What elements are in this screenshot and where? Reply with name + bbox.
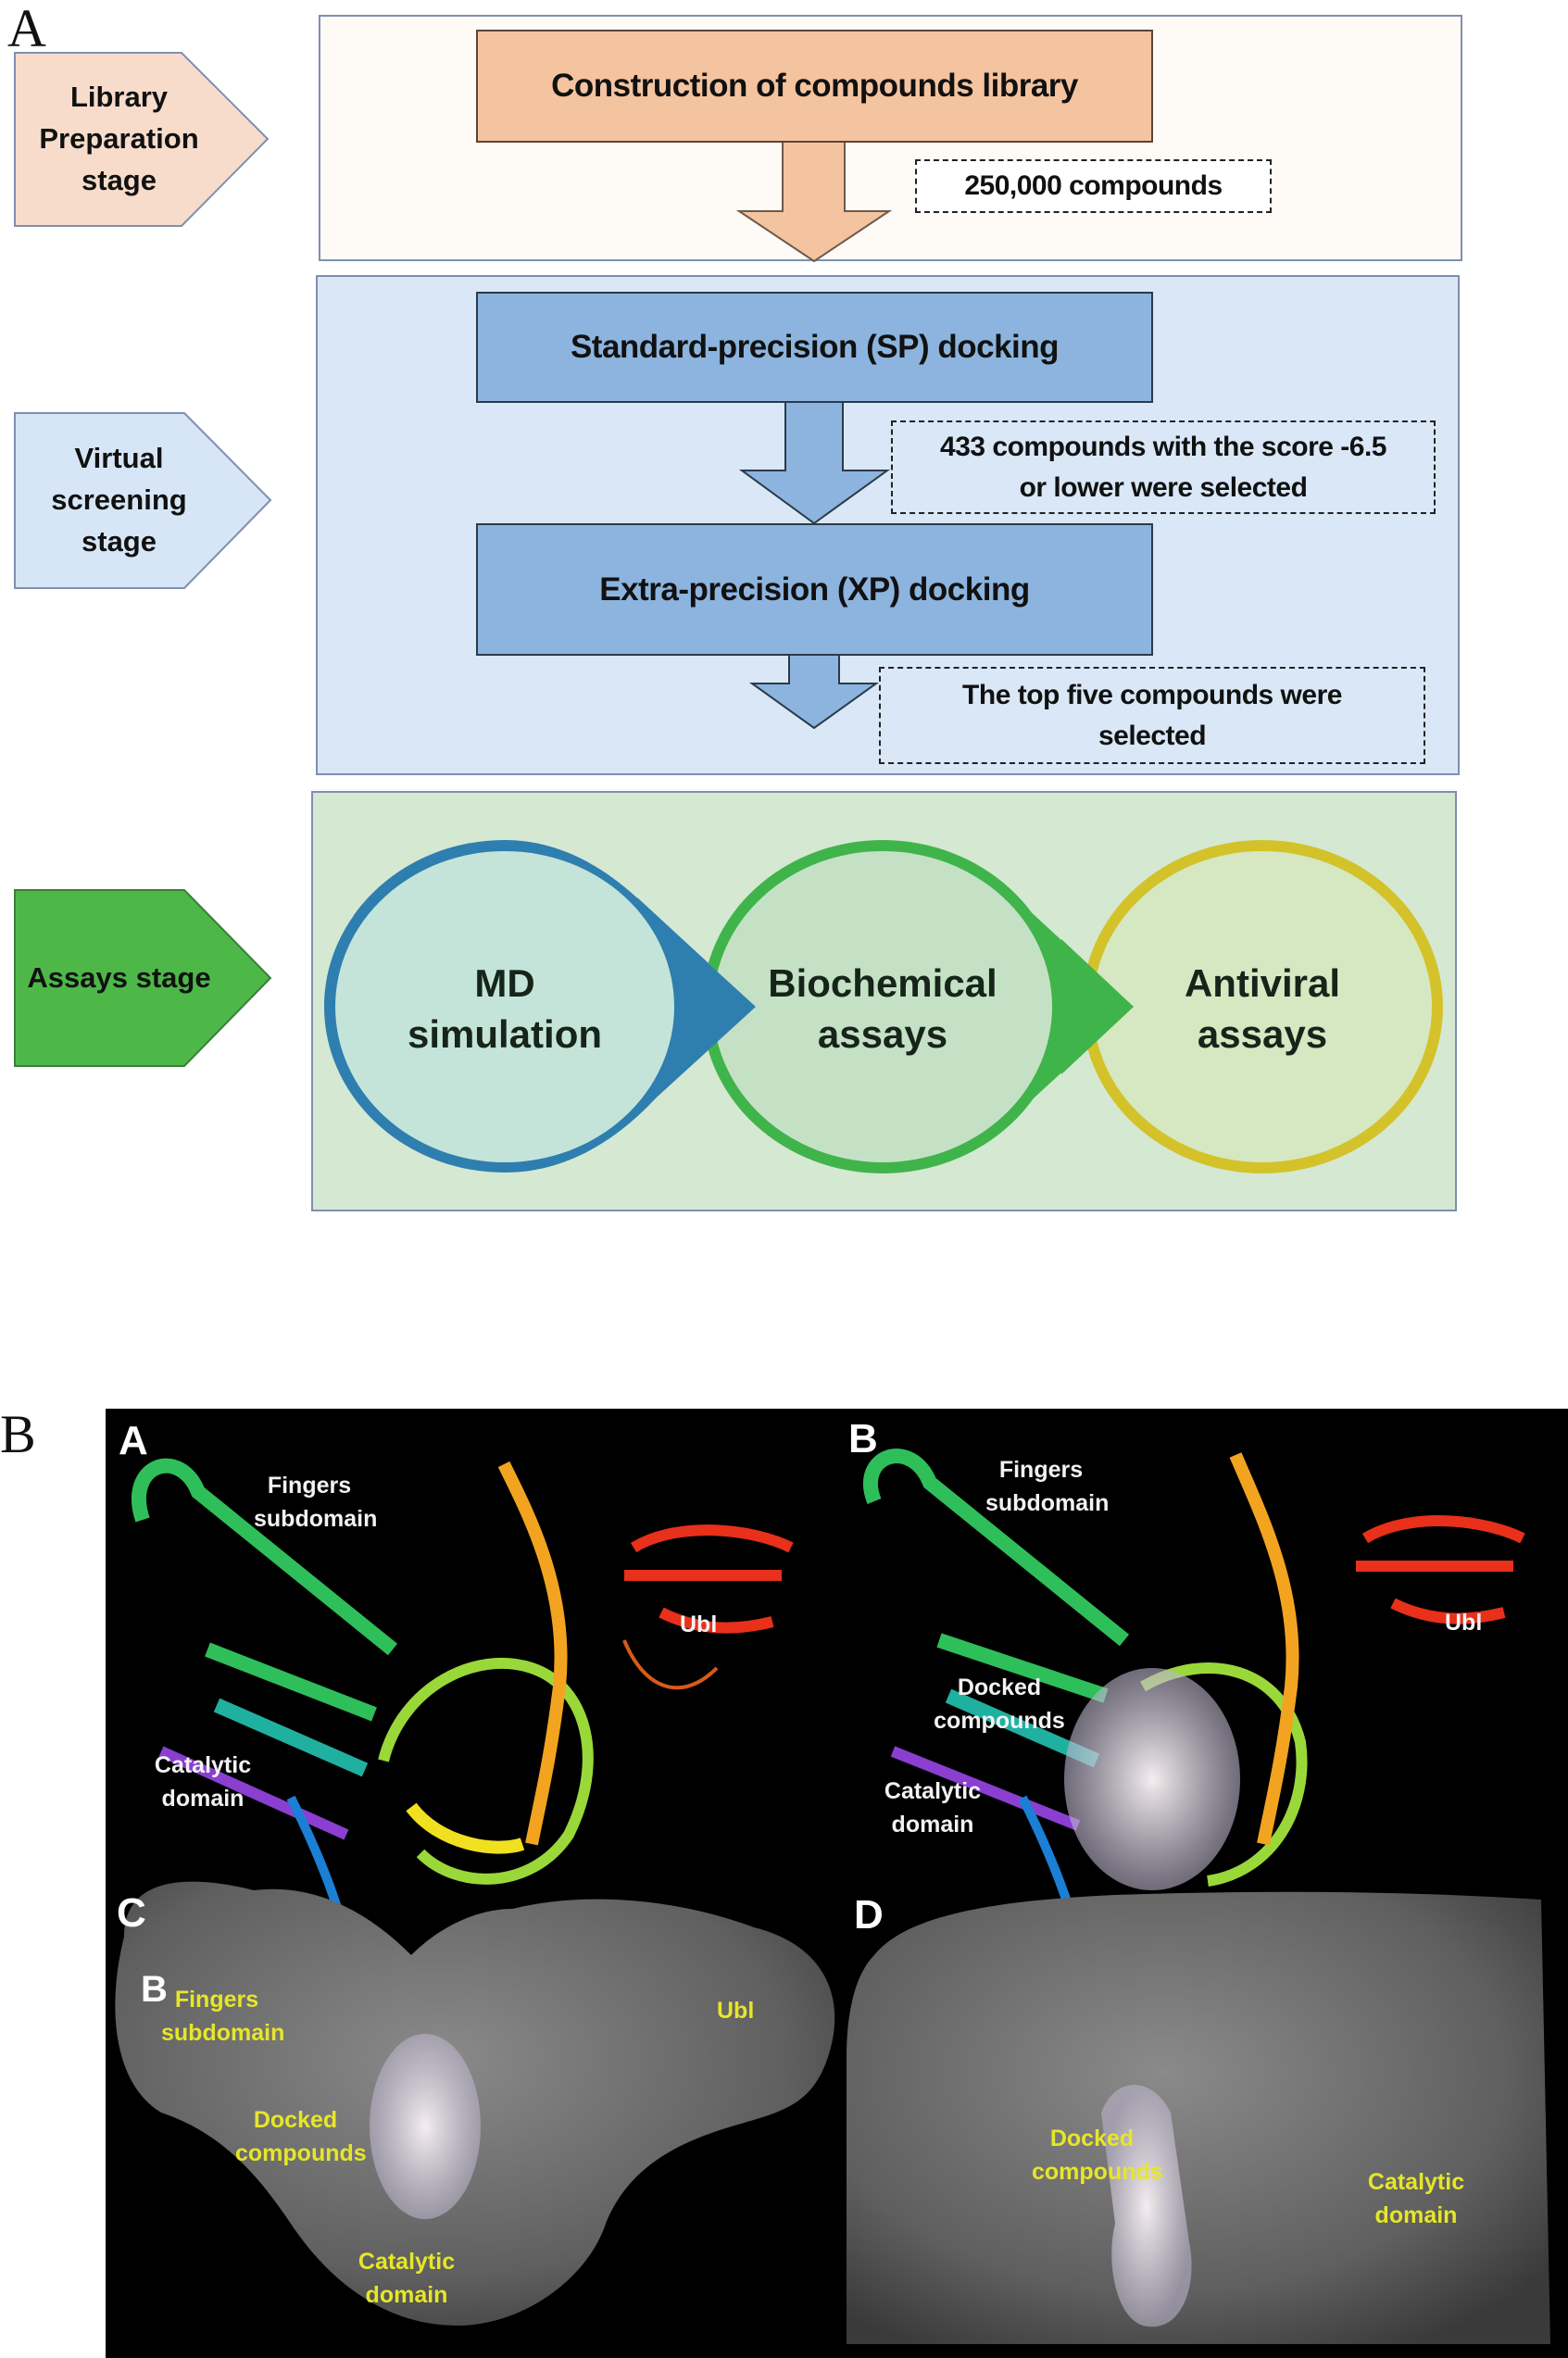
arrow-sp-down [738, 399, 891, 525]
md-pointer-tip [682, 939, 756, 1074]
subpanel-letter-a: A [119, 1418, 148, 1463]
label-c-docked: Docked compounds [235, 2107, 367, 2167]
stage-arrows [14, 52, 272, 1067]
circle-line: MD [474, 961, 535, 1006]
arrow-library-down [735, 138, 893, 263]
label-b-docked: Docked compounds [934, 1674, 1065, 1735]
step-sp-docking: Standard-precision (SP) docking [476, 292, 1153, 403]
note-line: selected [1098, 720, 1207, 751]
note-line: or lower were selected [1019, 471, 1308, 503]
stage-label-assays: Assays stage [15, 890, 223, 1066]
docked-compounds-cloud-b [1064, 1668, 1240, 1890]
circle-line: assays [1197, 1012, 1328, 1056]
circle-line: Biochemical [768, 961, 997, 1006]
bio-pointer-tip [1061, 939, 1134, 1074]
step-xp-docking: Extra-precision (XP) docking [476, 523, 1153, 656]
label-b-fingers: Fingers subdomain [985, 1457, 1110, 1517]
subpanel-stray-letter-b: B [141, 1969, 168, 2010]
note-line: The top five compounds were [962, 680, 1342, 710]
docked-compounds-cloud-c [370, 2034, 481, 2219]
label-c-catalytic: Catalytic domain [358, 2249, 456, 2309]
note-line: 433 compounds with the score -6.5 [940, 432, 1386, 462]
surface-structure-d [847, 1891, 1550, 2344]
molecular-renderings [115, 1449, 1550, 2344]
label-a-fingers: Fingers subdomain [254, 1473, 378, 1533]
bio-circle-inner [713, 851, 1052, 1162]
subpanel-letter-b: B [848, 1416, 878, 1461]
circle-line: assays [817, 1012, 948, 1056]
stage-line: screening [51, 483, 187, 517]
stage-arrow-virtual [14, 412, 272, 589]
note-top-five: The top five compounds were selected [879, 667, 1425, 764]
subpanel-letter-d: D [854, 1892, 884, 1938]
stage-line: stage [82, 163, 157, 196]
stage-line: Preparation [39, 122, 199, 156]
step-construction-library: Construction of compounds library [476, 30, 1153, 143]
label-b-catalytic: Catalytic domain [884, 1778, 982, 1838]
circle-line: Antiviral [1184, 961, 1341, 1006]
stage-line: Virtual [74, 442, 164, 475]
label-a-ubl: Ubl [680, 1612, 718, 1637]
flow-arrows [735, 138, 893, 730]
stage-label-virtual: Virtual screening stage [15, 413, 223, 588]
label-d-catalytic: Catalytic domain [1367, 2169, 1465, 2229]
surface-structure-c [115, 1881, 835, 2326]
label-c-fingers: Fingers subdomain [161, 1987, 285, 2047]
stage-arrow-library [14, 52, 270, 227]
stage-line: stage [82, 524, 157, 558]
md-circle-inner [335, 851, 674, 1162]
stage-line: Library [69, 81, 169, 114]
assay-circles [324, 840, 1443, 1173]
antiviral-circle-inner [1093, 851, 1432, 1162]
label-c-ubl: Ubl [717, 1998, 755, 2024]
circle-line: simulation [407, 1012, 603, 1056]
label-b-ubl: Ubl [1445, 1610, 1483, 1636]
circle-label-antiviral: Antiviral assays [1086, 898, 1438, 1121]
circle-label-biochemical: Biochemical assays [707, 898, 1059, 1121]
molecular-figure-panel: A B C B D Fingers subdomain Ubl Catalyti… [106, 1409, 1568, 2358]
label-d-docked: Docked compounds [1032, 2126, 1163, 2186]
arrow-xp-down [748, 652, 880, 730]
docked-compounds-cloud-d [1101, 2085, 1192, 2327]
subpanel-letter-c: C [117, 1890, 146, 1936]
panel-label-a: A [7, 0, 46, 58]
circle-label-md: MD simulation [329, 898, 681, 1121]
panel-label-b: B [0, 1404, 36, 1464]
stage-line: Assays stage [27, 960, 211, 994]
stage-arrow-assays [14, 889, 272, 1067]
note-250000-compounds: 250,000 compounds [915, 159, 1272, 213]
note-433-compounds: 433 compounds with the score -6.5 or lowe… [891, 420, 1436, 514]
label-a-catalytic: Catalytic domain [154, 1752, 252, 1812]
